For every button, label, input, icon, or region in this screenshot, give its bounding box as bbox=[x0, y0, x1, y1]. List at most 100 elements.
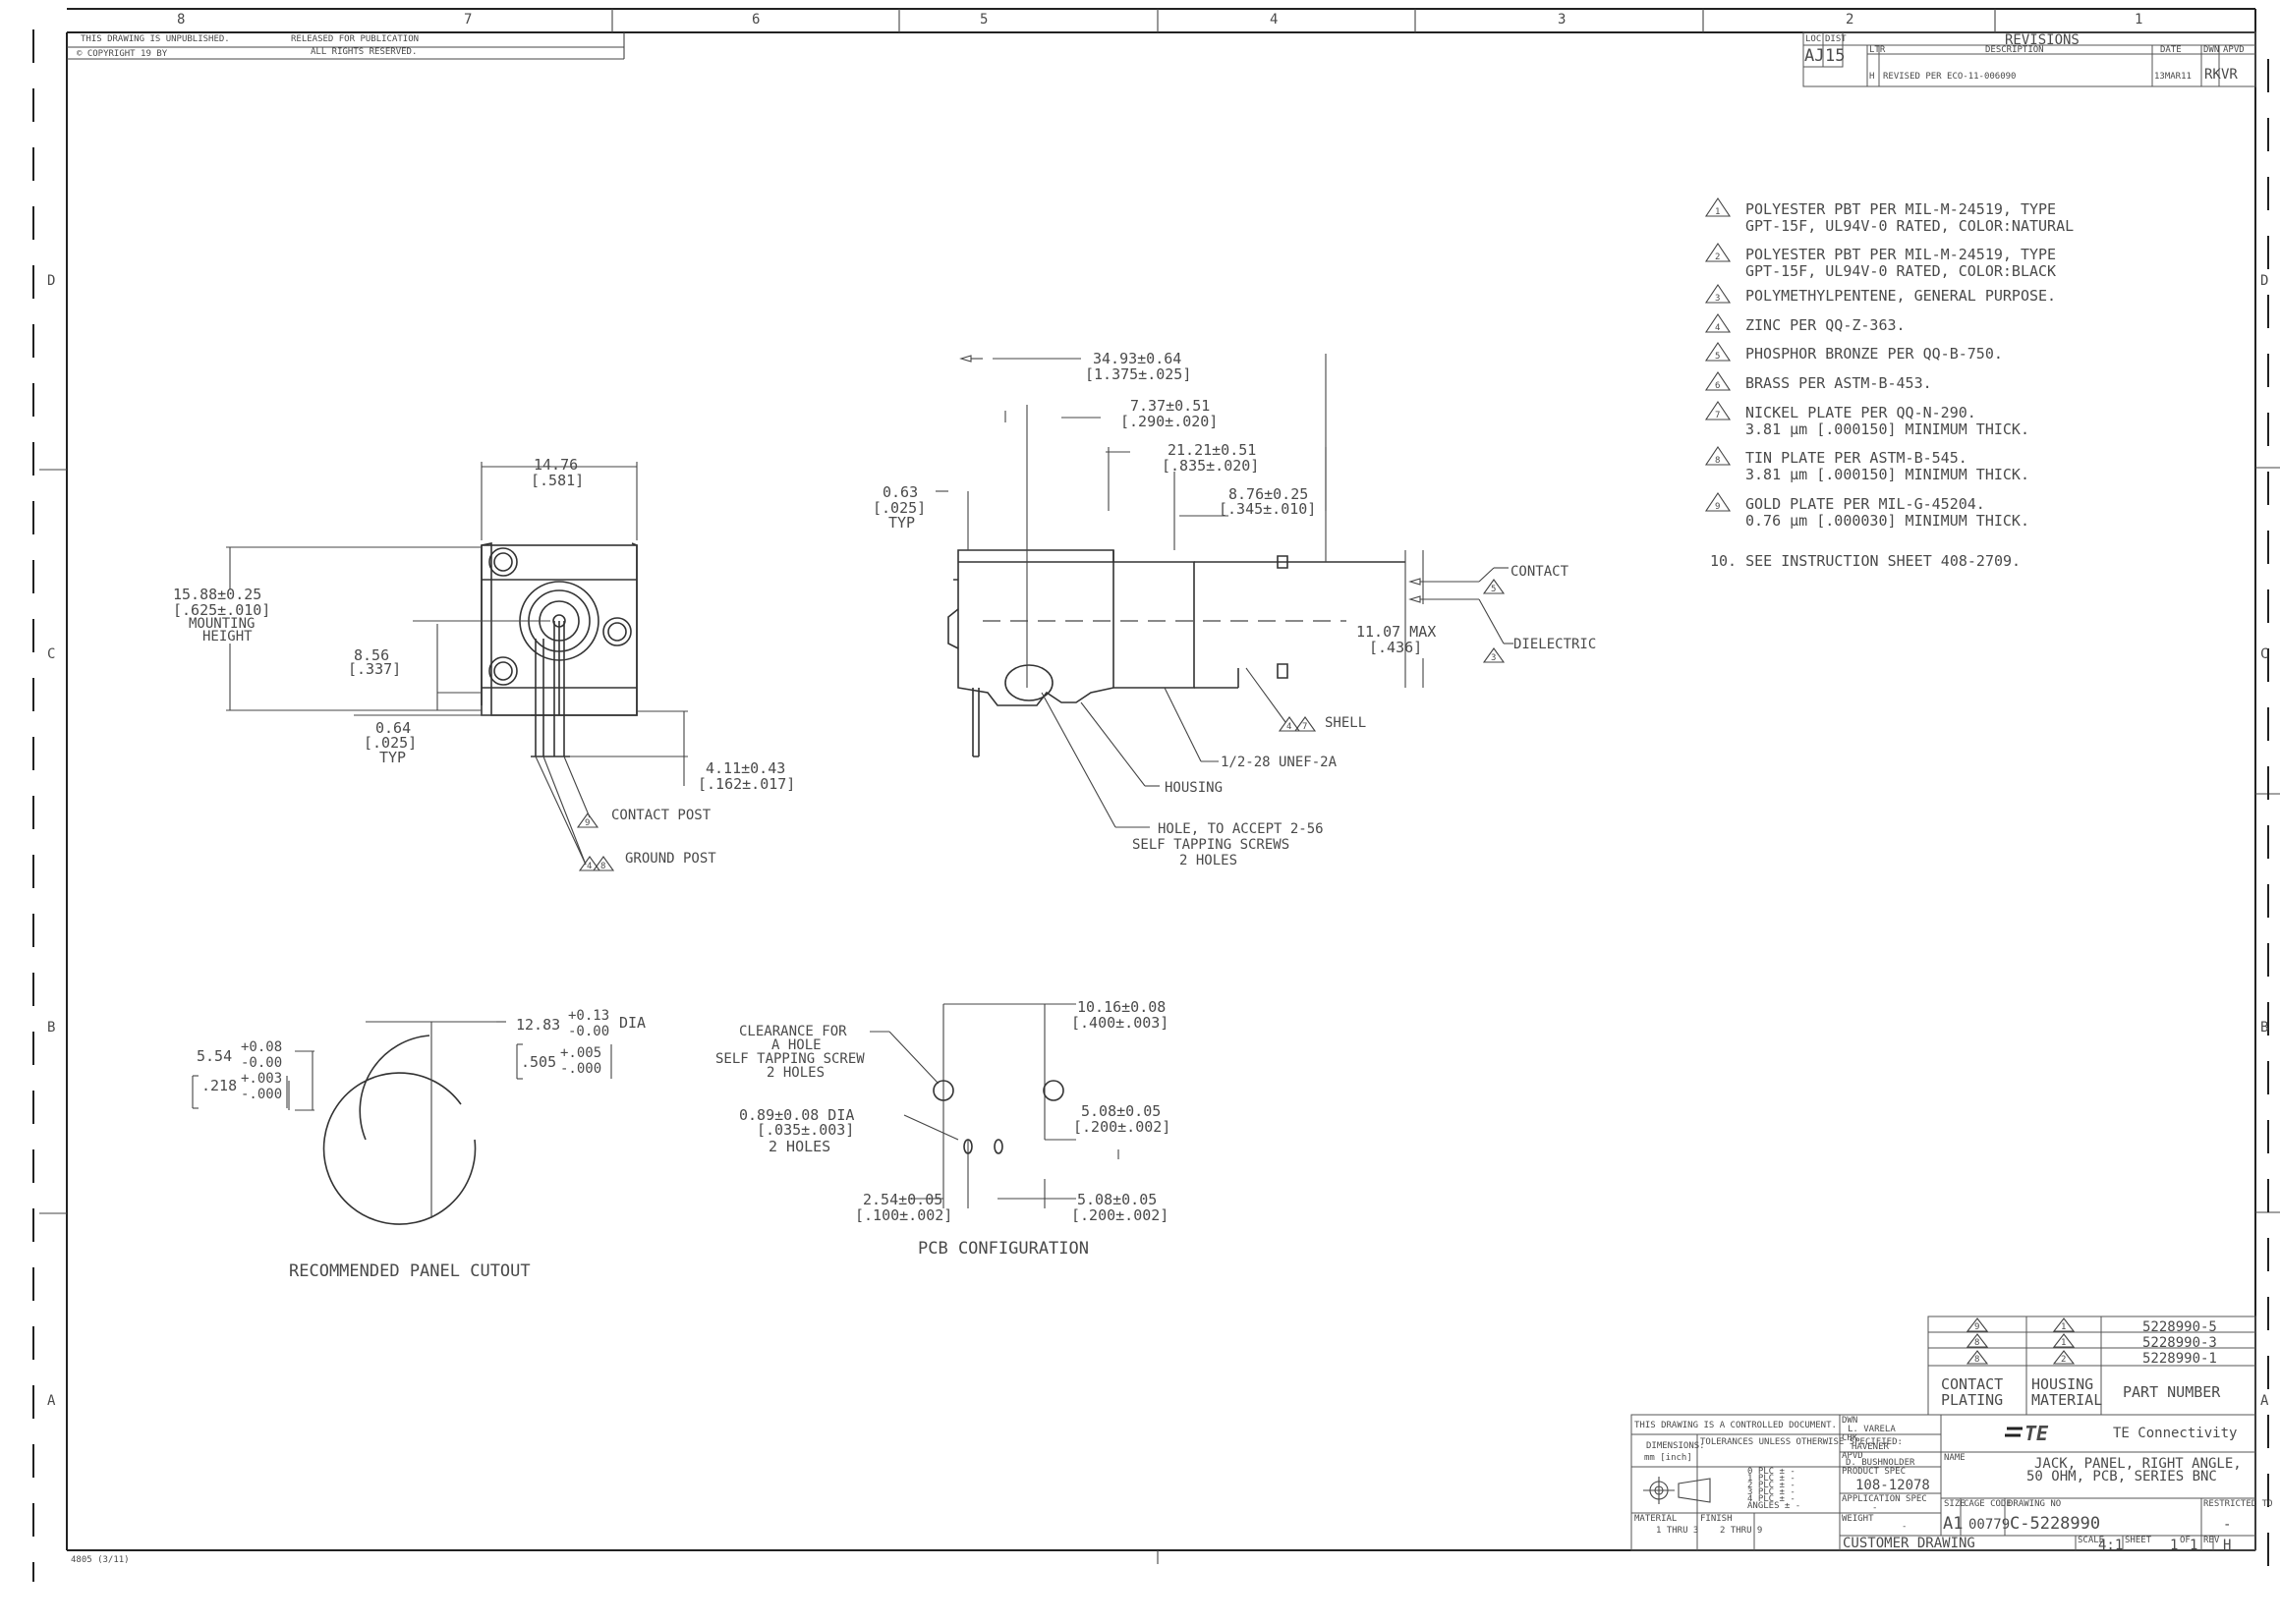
pcb-right-mm: 5.08±0.05 bbox=[1081, 1102, 1161, 1120]
note-number: 2 bbox=[1715, 252, 1720, 262]
dims-units: mm [inch] bbox=[1644, 1453, 1692, 1463]
column-label: 5 bbox=[980, 12, 988, 28]
note-flag-icon bbox=[1704, 342, 1732, 362]
front-offset-mm: 8.56 bbox=[354, 646, 389, 664]
pcb-right-in: [.200±.002] bbox=[1073, 1118, 1170, 1136]
tol-value: ANGLES ± - bbox=[1747, 1501, 1800, 1511]
company-name: TE Connectivity bbox=[2113, 1426, 2237, 1441]
finish-value: 2 THRU 9 bbox=[1720, 1526, 1762, 1536]
dia-mm-tol-plus: +0.13 bbox=[568, 1008, 609, 1024]
flat-in-tol-minus: -.000 bbox=[241, 1087, 282, 1102]
ground-post-note: 4 bbox=[587, 862, 592, 871]
side-pin-mm: 0.63 bbox=[883, 483, 918, 501]
column-label: 8 bbox=[177, 12, 185, 28]
part-number-table: 9 1 5228990-5 8 1 5228990-3 8 2 5228990-… bbox=[1927, 1316, 2256, 1416]
size-label: SIZE bbox=[1944, 1499, 1966, 1509]
table-part: 5228990-3 bbox=[2142, 1335, 2217, 1351]
shell-note: 4 bbox=[1286, 722, 1291, 732]
rev-date: 13MAR11 bbox=[2154, 72, 2192, 82]
pcb-hole-mm: 0.89±0.08 DIA bbox=[739, 1106, 854, 1124]
note-flag-icon bbox=[1704, 371, 1732, 391]
material-label: MATERIAL bbox=[1634, 1514, 1677, 1524]
table-plating: 9 bbox=[1974, 1322, 1979, 1332]
note-text: POLYESTER PBT PER MIL-M-24519, TYPE bbox=[1745, 246, 2056, 263]
column-labels: 8 7 6 5 4 3 2 1 bbox=[177, 12, 2142, 28]
header-block: THIS DRAWING IS UNPUBLISHED. RELEASED FO… bbox=[67, 32, 625, 60]
finish-label: FINISH bbox=[1700, 1514, 1733, 1524]
dia-in-tol-plus: +.005 bbox=[560, 1045, 601, 1061]
header-release: RELEASED FOR PUBLICATION bbox=[291, 34, 419, 44]
note-text: BRASS PER ASTM-B-453. bbox=[1745, 374, 1932, 392]
sheet-label: SHEET bbox=[2125, 1536, 2152, 1545]
note-text: 3.81 μm [.000150] MINIMUM THICK. bbox=[1745, 420, 2029, 438]
appvd-name: D. BUSHNOLDER bbox=[1846, 1458, 1915, 1468]
row-label: A bbox=[2260, 1393, 2269, 1409]
side-max-mm: 11.07 MAX bbox=[1356, 623, 1436, 641]
revisions-block: REVISIONS LTR DESCRIPTION DATE DWN APVD … bbox=[1802, 31, 2256, 87]
pcb-hole-in: [.035±.003] bbox=[757, 1121, 854, 1139]
hole-label-1: HOLE, TO ACCEPT 2-56 bbox=[1158, 821, 1324, 837]
note-text: GPT-15F, UL94V-0 RATED, COLOR:BLACK bbox=[1745, 262, 2056, 280]
pcb-clear-2: A HOLE bbox=[771, 1037, 822, 1053]
table-header-plating: PLATING bbox=[1941, 1391, 2003, 1409]
dwg-label: DRAWING NO bbox=[2008, 1499, 2061, 1509]
dielectric-label: DIELECTRIC bbox=[1513, 637, 1596, 652]
flat-mm: 5.54 bbox=[197, 1047, 232, 1065]
pcb-hole-count: 2 HOLES bbox=[769, 1138, 830, 1155]
header-rights: ALL RIGHTS RESERVED. bbox=[311, 47, 417, 57]
note-10: 10. SEE INSTRUCTION SHEET 408-2709. bbox=[1710, 552, 2021, 570]
te-logo-text: TE bbox=[2024, 1422, 2049, 1445]
front-height-mm: 15.88±0.25 bbox=[173, 586, 261, 603]
form-code: 4805 (3/11) bbox=[71, 1555, 130, 1565]
row-label: B bbox=[2260, 1020, 2268, 1036]
rev-header-date: DATE bbox=[2160, 45, 2182, 55]
spec-value: 108-12078 bbox=[1855, 1478, 1930, 1493]
revisions-title: REVISIONS bbox=[2005, 32, 2080, 48]
side-pin-in: [.025] bbox=[873, 499, 926, 517]
side-d2-in: [.835±.020] bbox=[1162, 457, 1259, 475]
flat-mm-tol-plus: +0.08 bbox=[241, 1039, 282, 1055]
front-lead-mm: 4.11±0.43 bbox=[706, 759, 785, 777]
dwn-name: L. VARELA bbox=[1848, 1425, 1896, 1434]
title-block: THIS DRAWING IS A CONTROLLED DOCUMENT. D… bbox=[1630, 1414, 2272, 1553]
note-text: POLYESTER PBT PER MIL-M-24519, TYPE bbox=[1745, 200, 2056, 218]
row-label: C bbox=[2260, 646, 2268, 662]
customer-drawing: CUSTOMER DRAWING bbox=[1843, 1536, 1975, 1551]
hole-label-3: 2 HOLES bbox=[1179, 853, 1237, 868]
table-header-housing: MATERIAL bbox=[2031, 1391, 2102, 1409]
row-label: D bbox=[47, 273, 55, 289]
front-post-typ: TYP bbox=[379, 749, 406, 766]
ground-post-label: GROUND POST bbox=[625, 851, 716, 867]
side-view: 34.93±0.64 [1.375±.025] 7.37±0.51 [.290±… bbox=[873, 350, 1596, 868]
front-height-label1: MOUNTING bbox=[189, 616, 255, 632]
contact-label: CONTACT bbox=[1510, 564, 1569, 580]
cage-label: CAGE CODE bbox=[1964, 1499, 2012, 1509]
hole-label-2: SELF TAPPING SCREWS bbox=[1132, 837, 1289, 853]
dia-in: .505 bbox=[521, 1053, 556, 1071]
weight-value: - bbox=[1902, 1522, 1907, 1532]
pcb-left-in: [.100±.002] bbox=[855, 1206, 952, 1224]
note-flag-icon bbox=[1704, 243, 1732, 262]
note-number: 9 bbox=[1715, 502, 1720, 512]
note-text: 3.81 μm [.000150] MINIMUM THICK. bbox=[1745, 466, 2029, 483]
dwn-label: DWN bbox=[1842, 1416, 1857, 1426]
chk-name: HAVENER bbox=[1852, 1442, 1890, 1452]
controlled-doc: THIS DRAWING IS A CONTROLLED DOCUMENT. bbox=[1634, 1421, 1837, 1430]
column-label: 7 bbox=[464, 12, 472, 28]
app-value: - bbox=[1872, 1503, 1877, 1513]
te-logo-icon: TE bbox=[2005, 1422, 2049, 1445]
dist-label: DIST bbox=[1825, 34, 1847, 44]
flat-in-tol-plus: +.003 bbox=[241, 1071, 282, 1087]
column-label: 6 bbox=[752, 12, 760, 28]
pcb-clear-4: 2 HOLES bbox=[767, 1065, 825, 1081]
table-plating: 8 bbox=[1974, 1355, 1979, 1365]
row-label: B bbox=[47, 1020, 55, 1036]
side-d1-mm: 7.37±0.51 bbox=[1130, 397, 1210, 415]
front-height-label2: HEIGHT bbox=[202, 629, 253, 644]
shell-label: SHELL bbox=[1325, 715, 1366, 731]
tol-value: 1 PLC ± - bbox=[1747, 1474, 1796, 1484]
note-number: 7 bbox=[1715, 411, 1720, 420]
side-d3-mm: 8.76±0.25 bbox=[1228, 485, 1308, 503]
front-width-in: [.581] bbox=[531, 472, 584, 489]
